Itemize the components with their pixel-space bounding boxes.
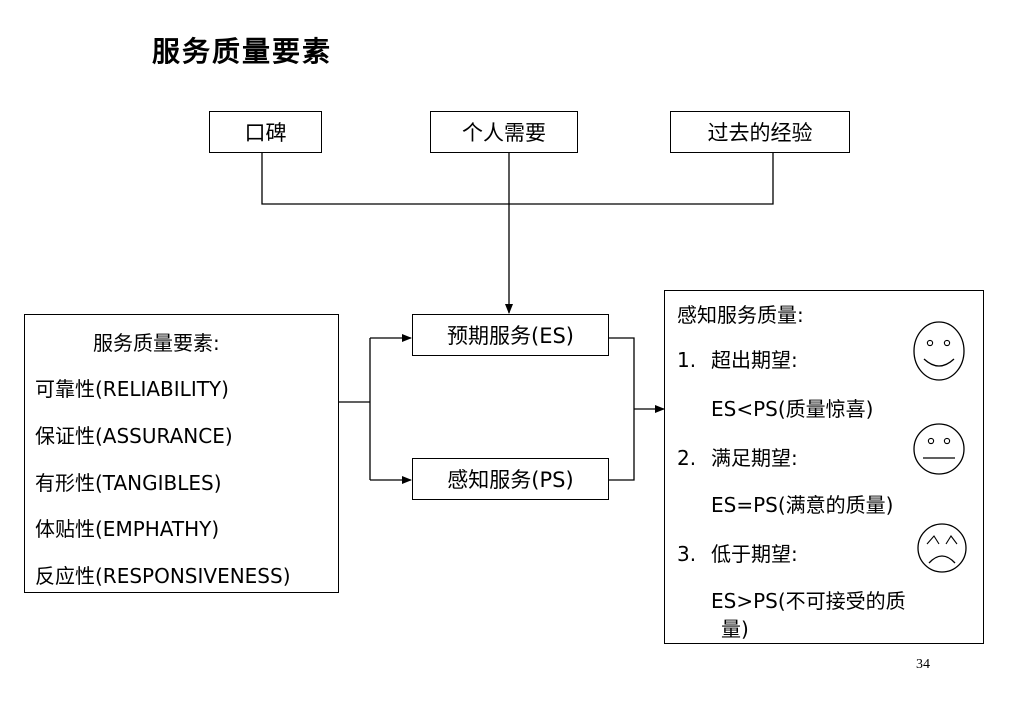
case-label: 超出期望:: [711, 348, 798, 372]
case-number: 2.: [677, 446, 697, 470]
perceived-service-box: 感知服务(PS): [412, 458, 609, 500]
page-title: 服务质量要素: [152, 35, 333, 68]
source-word-of-mouth: 口碑: [209, 111, 322, 153]
element-item: 有形性(TANGIBLES): [35, 471, 222, 495]
case-number: 1.: [677, 348, 697, 372]
happy-face-icon: [913, 321, 965, 381]
case-label: 低于期望:: [711, 542, 798, 566]
case-formula: ES>PS(不可接受的质: [711, 589, 906, 613]
source-personal-needs: 个人需要: [430, 111, 578, 153]
case-formula-cont: 量): [721, 617, 749, 641]
perceived-quality-box: 感知服务质量: 1. 超出期望: ES<PS(质量惊喜) 2. 满足期望: ES=P…: [664, 290, 984, 644]
case-label: 满足期望:: [711, 446, 798, 470]
element-item: 可靠性(RELIABILITY): [35, 377, 229, 401]
quality-elements-box: 服务质量要素: 可靠性(RELIABILITY) 保证性(ASSURANCE) …: [24, 314, 339, 593]
element-item: 体贴性(EMPHATHY): [35, 517, 220, 541]
case-exceed: 1. 超出期望:: [677, 344, 798, 373]
sources-merge-line: [261, 153, 774, 205]
page-number: 34: [916, 657, 930, 672]
sad-face-icon: [917, 523, 967, 573]
case-formula: ES<PS(质量惊喜): [711, 397, 874, 421]
compare-bracket: [609, 337, 635, 481]
quality-heading: 感知服务质量:: [677, 303, 804, 327]
element-item: 保证性(ASSURANCE): [35, 424, 233, 448]
case-number: 3.: [677, 542, 697, 566]
case-meet: 2. 满足期望:: [677, 442, 798, 471]
case-below: 3. 低于期望:: [677, 538, 798, 567]
source-past-experience: 过去的经验: [670, 111, 850, 153]
neutral-face-icon: [913, 423, 965, 475]
case-formula: ES=PS(满意的质量): [711, 493, 894, 517]
elements-heading: 服务质量要素:: [93, 331, 220, 355]
element-item: 反应性(RESPONSIVENESS): [35, 564, 291, 588]
expected-service-box: 预期服务(ES): [412, 314, 609, 356]
